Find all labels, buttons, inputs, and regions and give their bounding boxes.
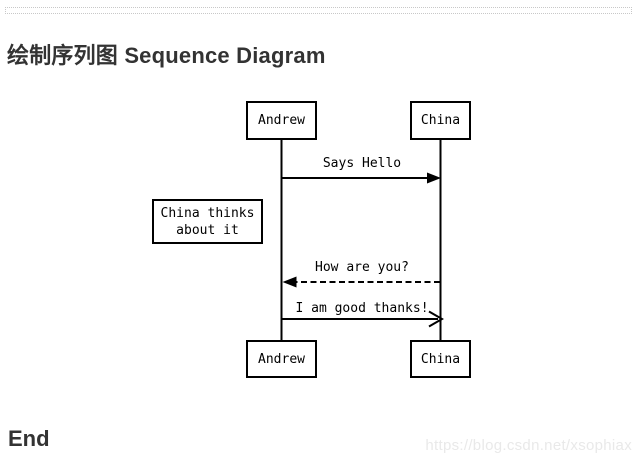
arrowhead-says-hello [427, 172, 441, 184]
actor-box-andrew-bottom: Andrew [246, 340, 317, 378]
post-title: 绘制序列图 Sequence Diagram [7, 43, 326, 68]
arrowhead-how-are-you [282, 276, 297, 288]
end-heading: End [8, 426, 50, 451]
message-label-how-are-you: How are you? [315, 260, 409, 275]
actor-box-andrew-top: Andrew [246, 101, 317, 140]
actor-box-china-bottom: China [410, 340, 471, 378]
actor-box-china-top: China [410, 101, 471, 140]
top-divider [5, 7, 632, 14]
message-label-says-hello: Says Hello [322, 156, 402, 171]
watermark: https://blog.csdn.net/xsophiax [425, 437, 632, 454]
message-label-i-am-good: I am good thanks! [295, 301, 429, 316]
note-box: China thinks about it [152, 199, 263, 244]
arrowhead-i-am-good [428, 310, 445, 328]
